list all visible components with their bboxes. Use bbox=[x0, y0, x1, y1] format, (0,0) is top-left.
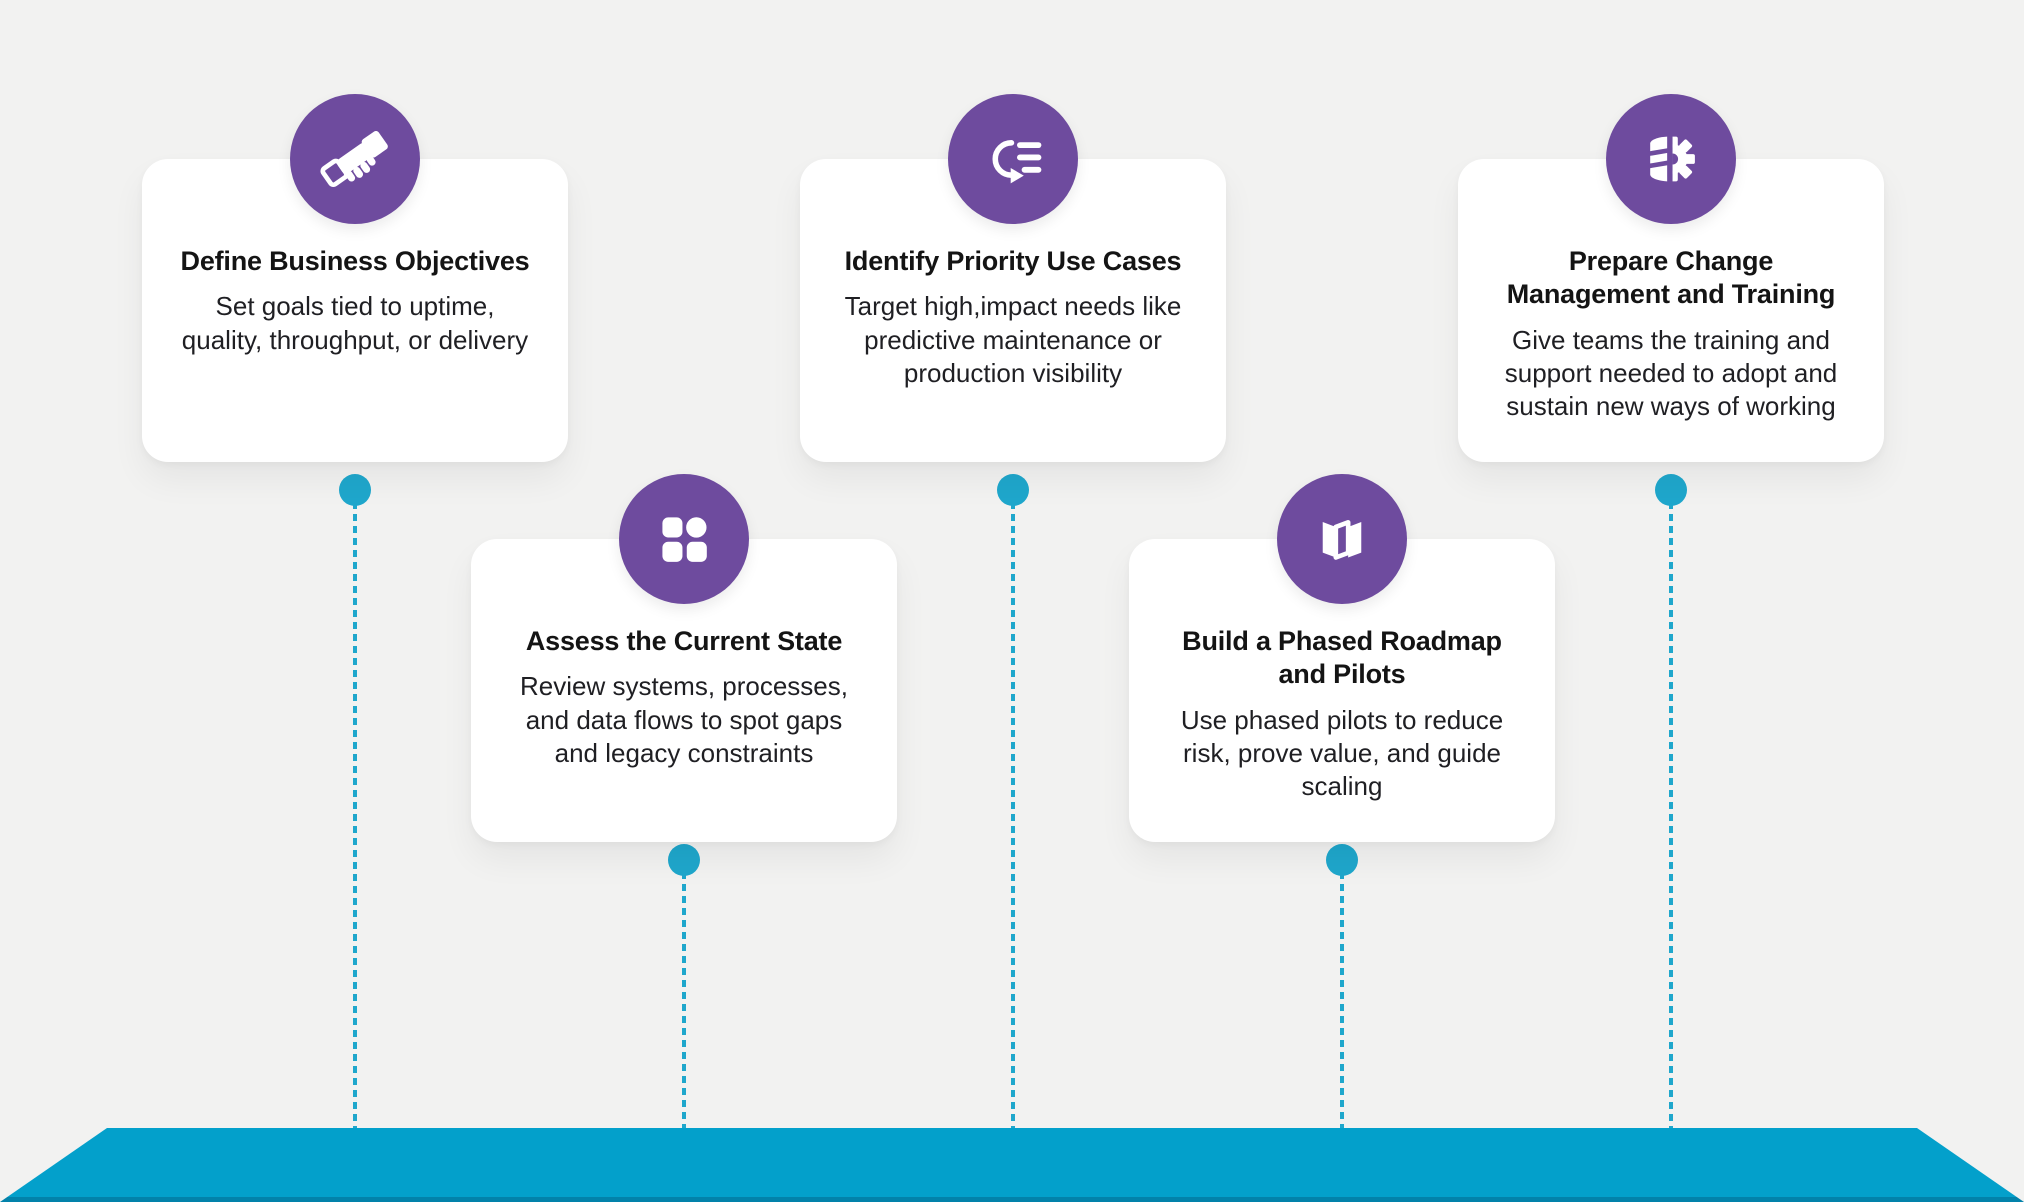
timeline-node-dot bbox=[1326, 844, 1358, 876]
platform-base-shape bbox=[0, 1128, 2024, 1202]
step-prepare-change-management: Prepare Change Management and Training G… bbox=[1458, 94, 1884, 1128]
timeline-node-dot bbox=[997, 474, 1029, 506]
database-gear-icon bbox=[1606, 94, 1736, 224]
grid-squares-icon bbox=[619, 474, 749, 604]
loop-list-icon bbox=[948, 94, 1078, 224]
step-description: Review systems, processes, and data flow… bbox=[520, 671, 848, 768]
step-define-business-objectives: Define Business Objectives Set goals tie… bbox=[142, 94, 568, 1128]
step-title: Define Business Objectives bbox=[180, 246, 530, 276]
step-description: Use phased pilots to reduce risk, prove … bbox=[1180, 704, 1504, 802]
step-card: Build a Phased Roadmap and Pilots Use ph… bbox=[1129, 539, 1555, 842]
step-title: Assess the Current State bbox=[525, 626, 843, 656]
step-title: Build a Phased Roadmap and Pilots bbox=[1182, 626, 1502, 690]
dashed-connector-line bbox=[1340, 860, 1344, 1128]
step-description: Set goals tied to uptime, quality, throu… bbox=[181, 291, 529, 355]
dashed-connector-line bbox=[682, 860, 686, 1128]
timeline-node-dot bbox=[339, 474, 371, 506]
handshake-icon bbox=[290, 94, 420, 224]
step-description: Target high,impact needs like predictive… bbox=[844, 291, 1182, 388]
step-title: Prepare Change Management and Training bbox=[1506, 246, 1836, 310]
step-description: Give teams the training and support need… bbox=[1504, 324, 1838, 422]
step-assess-current-state: Assess the Current State Review systems,… bbox=[471, 474, 897, 1128]
step-identify-priority-use-cases: Identify Priority Use Cases Target high,… bbox=[800, 94, 1226, 1128]
timeline-node-dot bbox=[1655, 474, 1687, 506]
step-title: Identify Priority Use Cases bbox=[844, 246, 1182, 276]
folded-map-icon bbox=[1277, 474, 1407, 604]
dashed-connector-line bbox=[1011, 490, 1015, 1128]
dashed-connector-line bbox=[353, 490, 357, 1128]
step-build-phased-roadmap: Build a Phased Roadmap and Pilots Use ph… bbox=[1129, 474, 1555, 1128]
timeline-node-dot bbox=[668, 844, 700, 876]
dashed-connector-line bbox=[1669, 490, 1673, 1128]
